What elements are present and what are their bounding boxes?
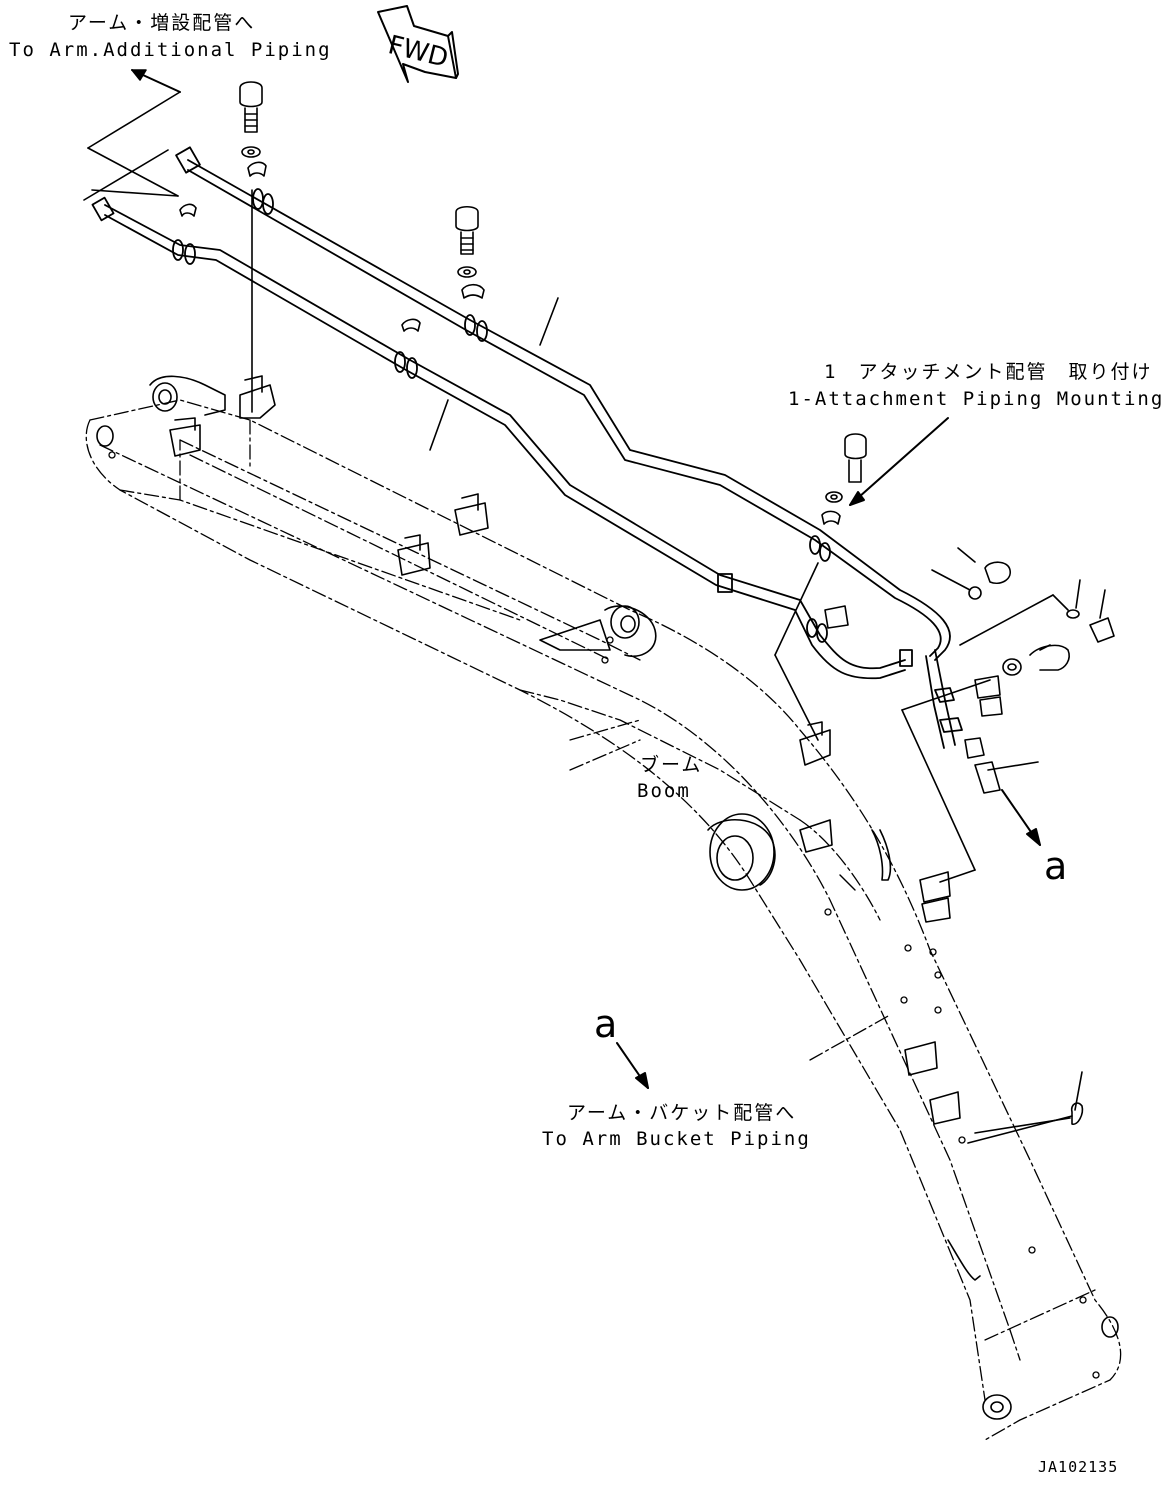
reference-a-right: a: [1044, 844, 1068, 888]
upper-pipe: [187, 159, 956, 749]
boom-label-jp: ブーム: [640, 754, 703, 776]
arm-additional-label-en: To Arm.Additional Piping: [9, 39, 332, 61]
fwd-arrow-icon: FWD: [377, 5, 459, 83]
boom-label-en: Boom: [637, 780, 691, 802]
bolts: [239, 81, 1115, 1125]
arrow-to-a-right: [1001, 789, 1041, 846]
arm-additional-leader: [83, 69, 181, 201]
clamp-halves: [179, 161, 1003, 717]
mounting-arrow: [849, 417, 949, 506]
pipe-clamps: [91, 146, 963, 733]
arm-additional-label-jp: アーム・増設配管へ: [68, 12, 256, 34]
mounting-label-en: 1-Attachment Piping Mounting: [788, 388, 1164, 410]
leader-lines: [251, 189, 1106, 1144]
reference-a-left: a: [594, 1002, 618, 1046]
boom-bosses: [96, 375, 1119, 1420]
arrow-from-a-left: [616, 1042, 649, 1089]
boom-outline: [85, 399, 1122, 1441]
drawing-code: JA102135: [1038, 1458, 1119, 1476]
bucket-label-en: To Arm Bucket Piping: [542, 1128, 811, 1150]
mounting-label-jp: 1 アタッチメント配管 取り付け: [824, 361, 1153, 383]
fwd-label: FWD: [385, 30, 451, 74]
boom-brackets: [169, 375, 981, 1281]
boom-bolts: [108, 451, 1100, 1379]
lower-pipe: [104, 204, 906, 680]
bucket-label-jp: アーム・バケット配管へ: [567, 1102, 797, 1124]
